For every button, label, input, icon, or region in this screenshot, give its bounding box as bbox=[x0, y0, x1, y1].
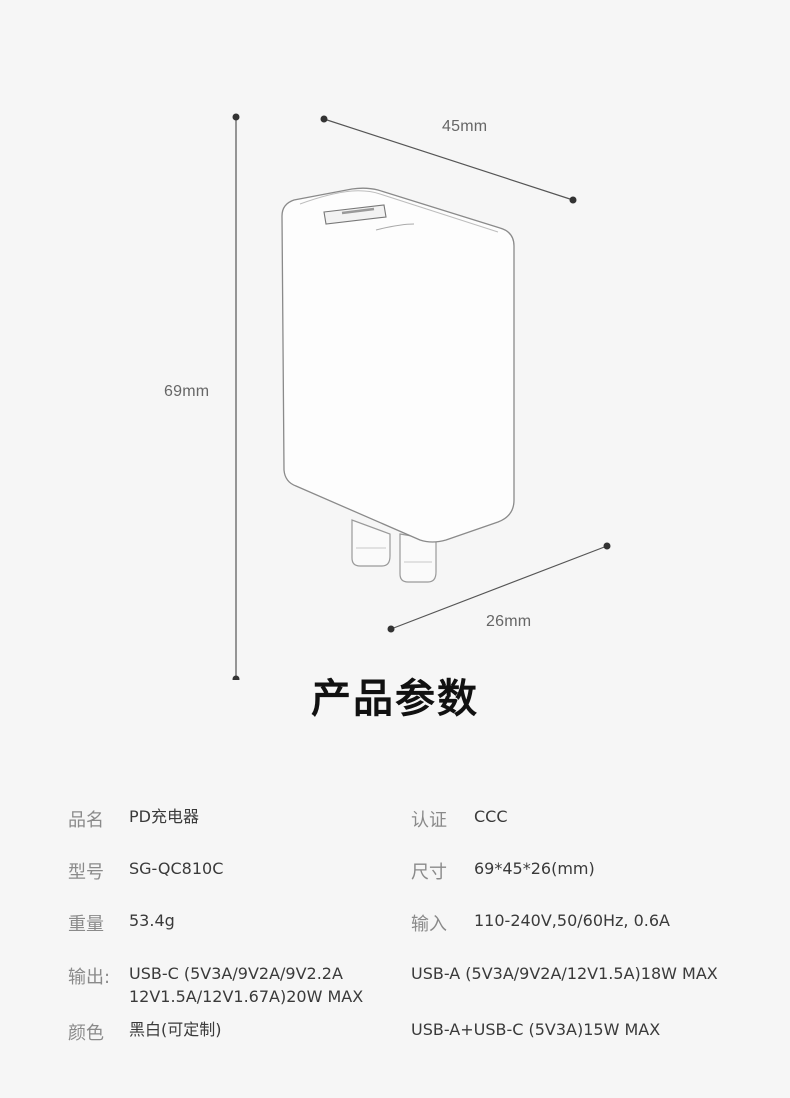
spec-label-input: 输入 bbox=[411, 914, 447, 935]
width-dimension-label: 45mm bbox=[442, 118, 488, 135]
spec-value-output-usbc-line1: USB-C (5V3A/9V2A/9V2.2A bbox=[129, 964, 343, 983]
depth-dimension-line bbox=[387, 542, 611, 633]
spec-value-color: 黑白(可定制) bbox=[129, 1020, 222, 1039]
spec-value-name: PD充电器 bbox=[129, 807, 199, 826]
width-dimension-line bbox=[320, 115, 577, 204]
page-title: 产品参数 bbox=[311, 676, 479, 722]
spec-label-color: 颜色 bbox=[68, 1023, 104, 1044]
spec-label-weight: 重量 bbox=[68, 914, 104, 935]
spec-label-name: 品名 bbox=[68, 810, 104, 831]
spec-value-cert: CCC bbox=[474, 807, 508, 826]
spec-value-output-usbc-line2: 12V1.5A/12V1.67A)20W MAX bbox=[129, 987, 364, 1006]
charger-illustration bbox=[281, 187, 515, 583]
spec-value-model: SG-QC810C bbox=[129, 859, 224, 878]
spec-label-model: 型号 bbox=[68, 862, 104, 883]
spec-label-size: 尺寸 bbox=[411, 862, 447, 883]
height-dimension-line bbox=[232, 113, 240, 680]
spec-value-combined-output: USB-A+USB-C (5V3A)15W MAX bbox=[411, 1020, 661, 1039]
spec-value-size: 69*45*26(mm) bbox=[474, 859, 595, 878]
spec-value-output-usba: USB-A (5V3A/9V2A/12V1.5A)18W MAX bbox=[411, 964, 718, 983]
spec-value-weight: 53.4g bbox=[129, 911, 175, 930]
depth-dimension-label: 26mm bbox=[486, 613, 532, 630]
height-dimension-label: 69mm bbox=[164, 383, 210, 400]
spec-label-cert: 认证 bbox=[411, 810, 447, 831]
charger-dimension-diagram bbox=[232, 113, 611, 680]
spec-label-output: 输出: bbox=[68, 967, 111, 988]
spec-value-input: 110-240V,50/60Hz, 0.6A bbox=[474, 911, 670, 930]
